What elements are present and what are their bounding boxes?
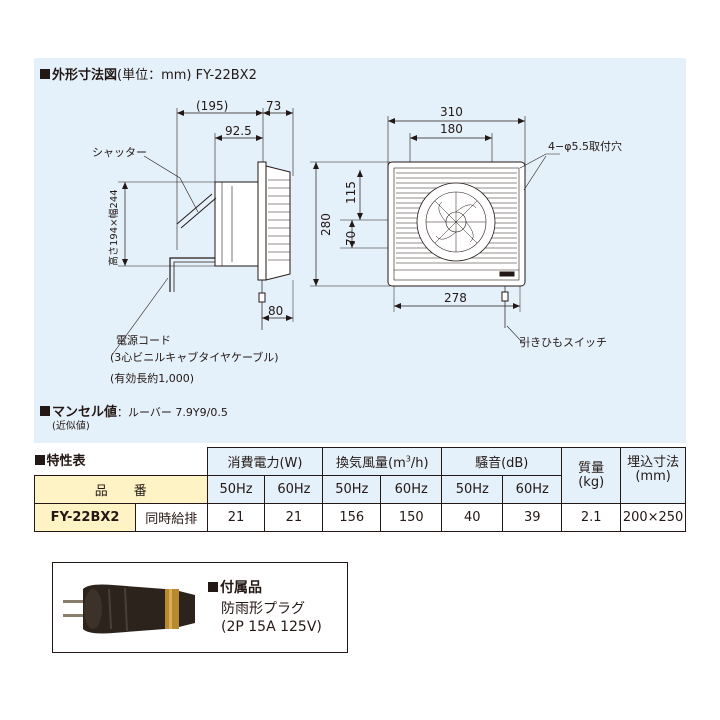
- dim-pipe-depth: 92.5: [225, 124, 252, 138]
- header-airflow: 換気風量(m3/h): [322, 447, 443, 476]
- dim-height: 280: [319, 213, 333, 236]
- airflow-sup: 3: [405, 454, 411, 464]
- freq-cell: 50Hz: [322, 475, 382, 504]
- row-opening: 200×250: [620, 503, 686, 532]
- spec-heading: 特性表: [46, 453, 86, 469]
- airflow-post: /h): [410, 456, 429, 471]
- row-model: FY-22BX2: [33, 503, 137, 532]
- row-mass: 2.1: [561, 503, 622, 532]
- header-model: 品 番: [34, 475, 208, 504]
- munsell-value: ：ルーバー 7.9Y9/0.5: [117, 406, 228, 419]
- freq-cell: 50Hz: [206, 475, 266, 504]
- dimension-model: FY-22BX2: [195, 68, 257, 83]
- accessory-box: 付属品 防雨形プラグ (2P 15A 125V): [52, 562, 348, 653]
- row-power-50: 21: [206, 503, 266, 532]
- header-noise: 騒音(dB): [441, 447, 563, 476]
- accessory-title: 付属品: [208, 577, 262, 597]
- dimension-unit: (単位：mm): [117, 68, 192, 83]
- row-noise-60: 39: [502, 503, 563, 532]
- dim-lower: 70: [344, 231, 358, 246]
- cord-label-2: (3心ビニルキャブタイヤケーブル): [110, 350, 279, 364]
- airflow-pre: 換気風量(m: [336, 456, 406, 471]
- accessory-name: 防雨形プラグ: [221, 601, 305, 617]
- row-air-60: 150: [380, 503, 443, 532]
- dim-bottom-width: 278: [444, 291, 467, 305]
- dim-overall-depth: (195): [196, 99, 228, 113]
- row-air-50: 156: [322, 503, 382, 532]
- dim-upper: 115: [344, 181, 358, 204]
- accessory-spec: (2P 15A 125V): [221, 619, 322, 635]
- dimension-section-title: 外形寸法図(単位：mm) FY-22BX2: [40, 64, 257, 83]
- header-opening: 埋込寸法 (mm): [620, 447, 686, 504]
- header-power: 消費電力(W): [206, 447, 324, 476]
- dim-front-depth: 73: [266, 99, 281, 113]
- freq-cell: 60Hz: [380, 475, 443, 504]
- freq-cell: 50Hz: [441, 475, 504, 504]
- fan-dimension-drawing: (195) 73 92.5 80 シャッター 高さ194×幅244 電源コード …: [92, 99, 622, 385]
- accessory-heading: 付属品: [220, 580, 262, 596]
- pull-switch-label: 引きひもスイッチ: [519, 335, 607, 349]
- munsell-title: マンセル値：ルーバー 7.9Y9/0.5: [40, 401, 228, 420]
- header-mass: 質量 (kg): [561, 447, 622, 504]
- munsell-note: (近似値): [52, 421, 90, 432]
- freq-cell: 60Hz: [502, 475, 563, 504]
- dim-width: 310: [440, 105, 463, 119]
- plug-image: [63, 584, 195, 634]
- bullet-square-icon: [208, 582, 218, 592]
- spec-table-title: 特性表: [34, 448, 208, 476]
- munsell-heading: マンセル値: [52, 405, 118, 420]
- dim-hole-pitch: 180: [440, 122, 463, 136]
- row-type: 同時給排: [135, 503, 208, 532]
- table-row: FY-22BX2 同時給排 21 21 156 150 40 39 2.1 20…: [33, 503, 686, 532]
- cord-label-1: 電源コード: [116, 333, 171, 347]
- freq-cell: 60Hz: [264, 475, 324, 504]
- bullet-square-icon: [40, 69, 50, 79]
- bullet-square-icon: [40, 406, 50, 416]
- shutter-label: シャッター: [92, 146, 147, 159]
- cord-label-3: (有効長約1,000): [110, 371, 194, 385]
- dimension-diagram-panel: [34, 58, 686, 443]
- bullet-square-icon: [34, 454, 45, 465]
- dimension-heading: 外形寸法図: [52, 68, 118, 83]
- mounting-hole-label: 4−φ5.5取付穴: [548, 139, 622, 153]
- dim-cord-position: 80: [268, 304, 283, 318]
- spec-table: 特性表 消費電力(W) 換気風量(m3/h) 騒音(dB) 質量 (kg) 埋込…: [33, 447, 686, 532]
- height-width-label: 高さ194×幅244: [107, 189, 120, 266]
- row-noise-50: 40: [441, 503, 504, 532]
- row-power-60: 21: [264, 503, 324, 532]
